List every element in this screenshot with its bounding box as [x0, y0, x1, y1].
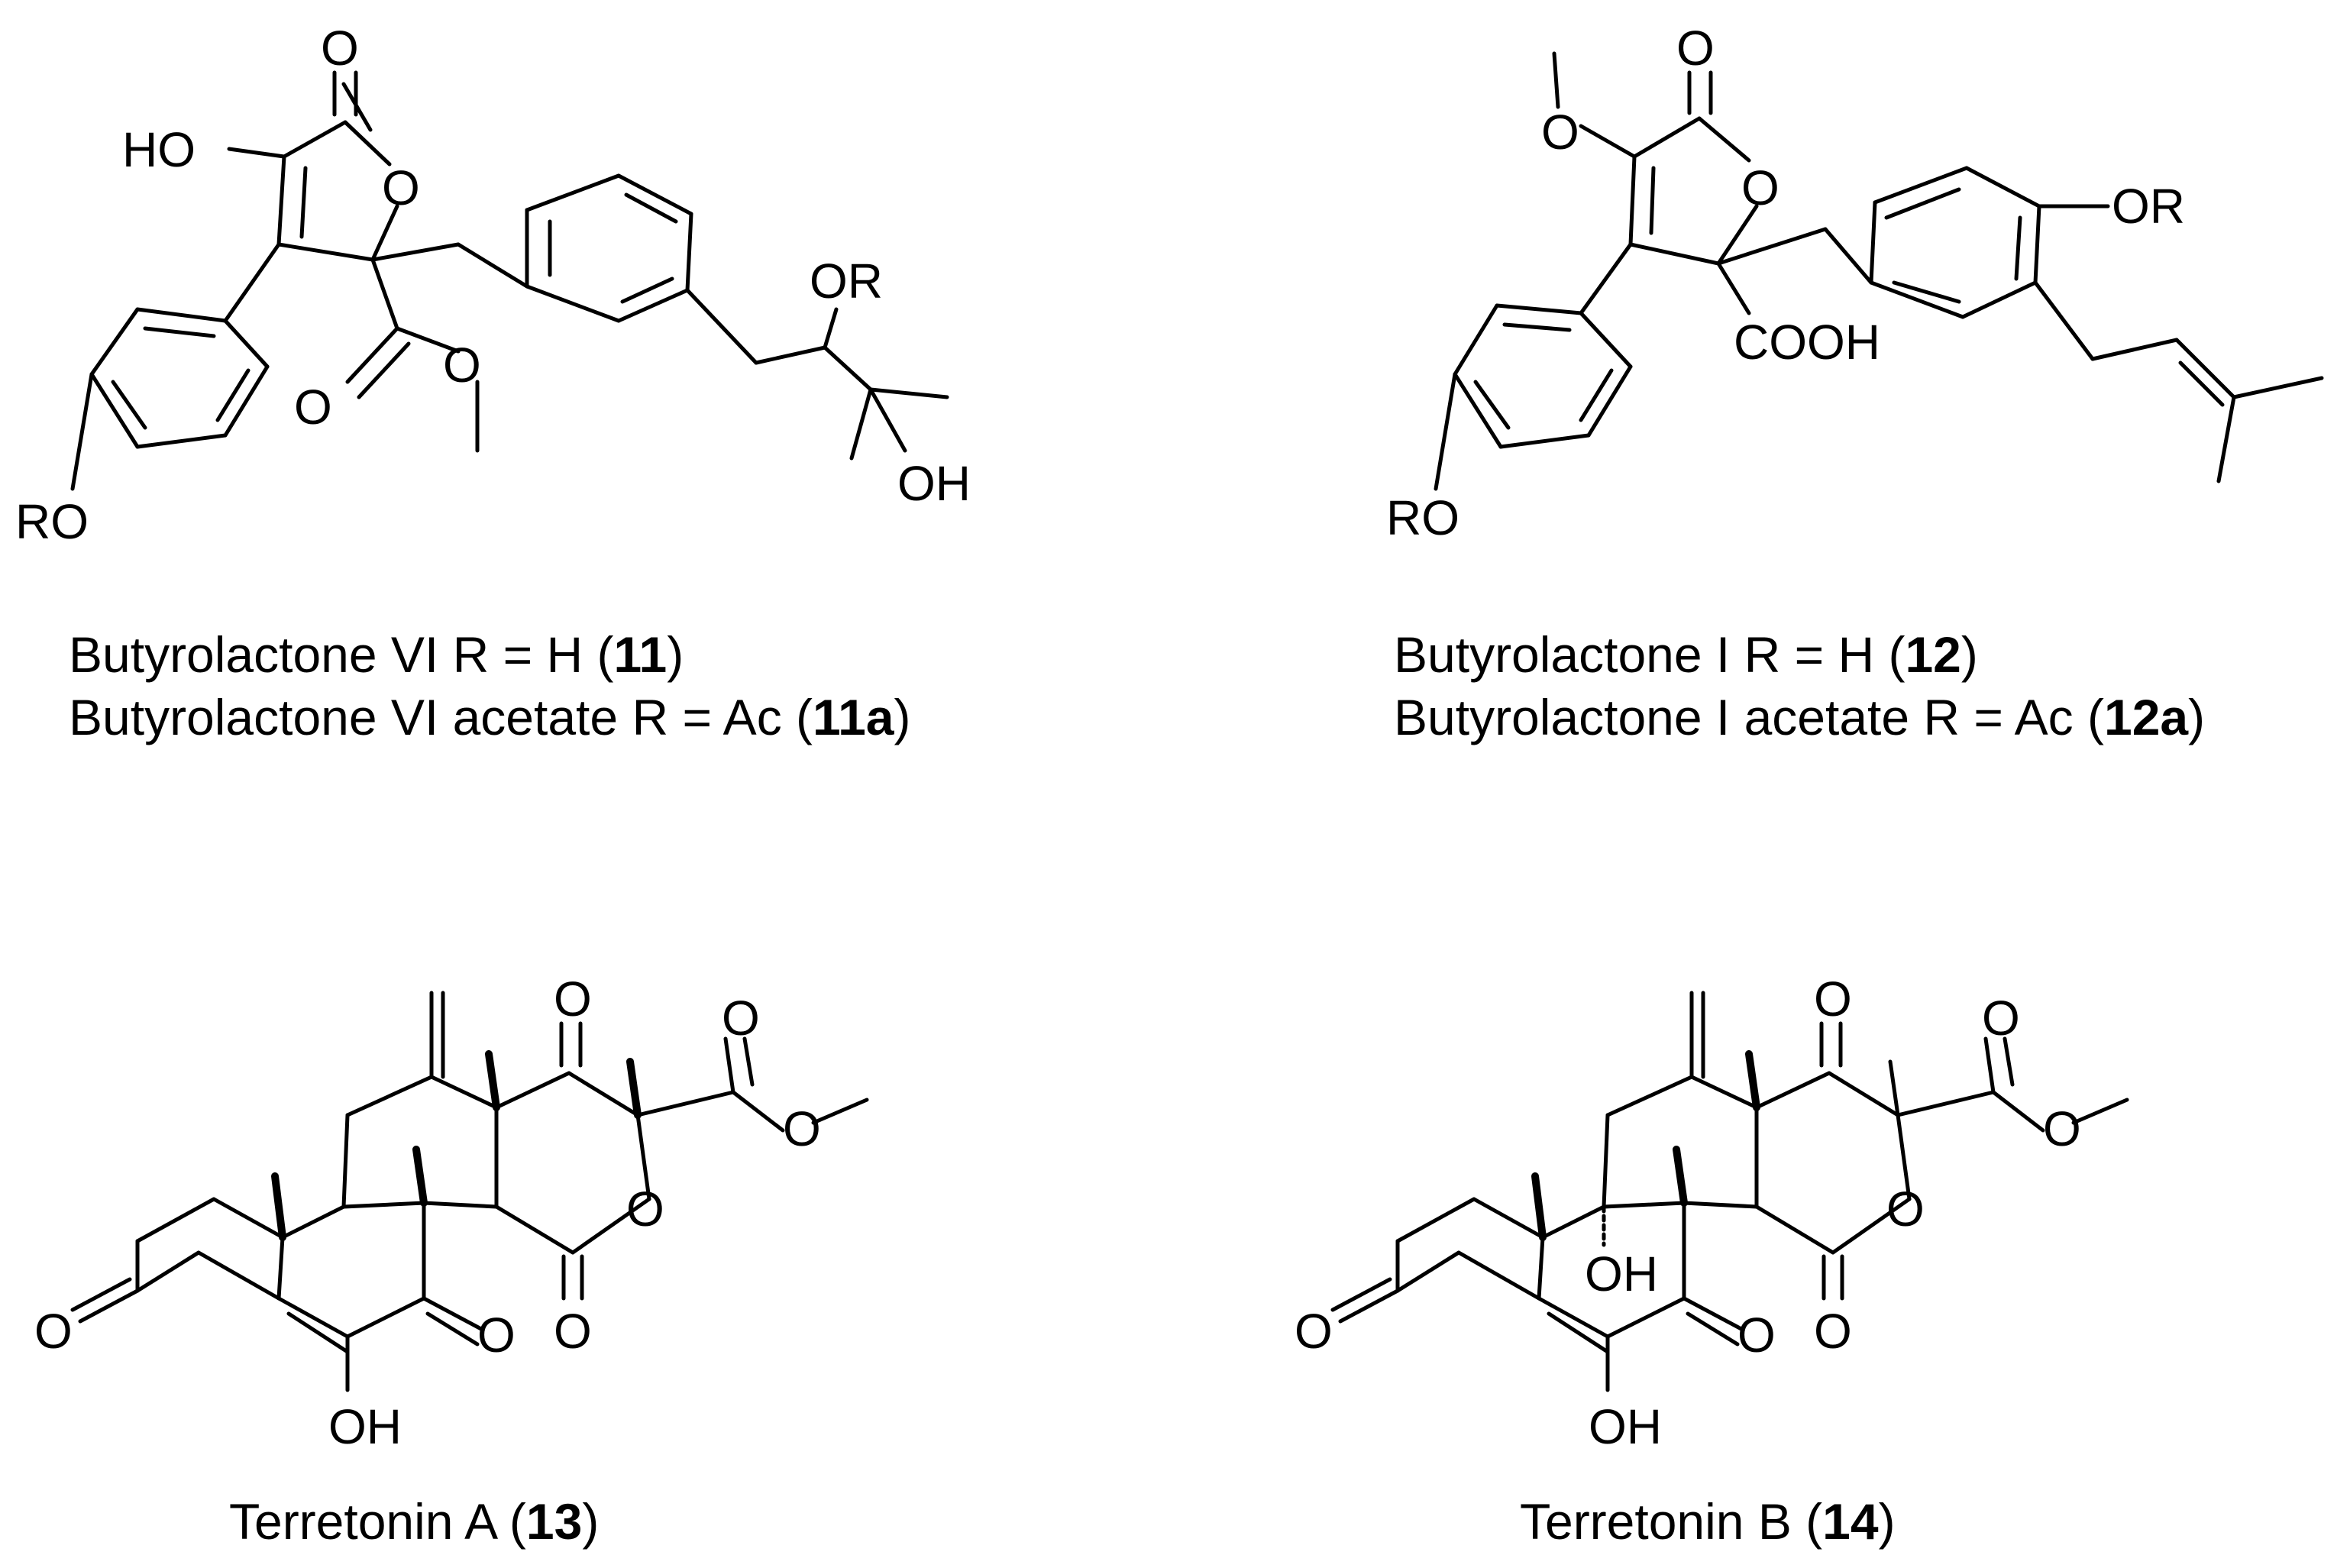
atom-label: O	[1741, 160, 1779, 215]
atom-label: O	[783, 1101, 821, 1156]
atom-label: O	[443, 338, 481, 393]
atom-label: RO	[1386, 490, 1459, 545]
caption-13: Terretonin A (13)	[229, 1493, 599, 1550]
caption-14: Terretonin B (14)	[1520, 1493, 1896, 1550]
atom-label: O	[722, 991, 760, 1046]
atom-label: O	[1541, 105, 1579, 160]
bonds	[1434, 51, 2324, 491]
atom-label: O	[554, 1304, 592, 1359]
structure-butyrolactone-i: O O O COOH OR RO	[1386, 21, 2324, 545]
atom-label: O	[2043, 1101, 2081, 1156]
atom-label: O	[34, 1304, 73, 1359]
atom-label: COOH	[1734, 315, 1880, 370]
caption-12a: Butyrolactone I acetate R = Ac (12a)	[1394, 689, 2205, 745]
atom-label: OH	[328, 1399, 402, 1454]
atom-label: OR	[2112, 179, 2185, 234]
bonds	[70, 991, 869, 1392]
atom-label: OR	[810, 254, 883, 309]
atom-label: O	[1886, 1182, 1925, 1237]
atom-label: O	[382, 160, 420, 215]
atom-label: O	[626, 1182, 664, 1237]
atom-label: OH	[1585, 1246, 1658, 1301]
structure-butyrolactone-vi: O HO O O O RO OR OH	[15, 21, 971, 549]
caption-12: Butyrolactone I R = H (12)	[1394, 626, 1978, 683]
atom-label: OH	[1589, 1399, 1662, 1454]
caption-11a: Butyrolactone VI acetate R = Ac (11a)	[69, 689, 910, 745]
atom-label: O	[321, 21, 359, 76]
atom-label: OH	[897, 456, 971, 511]
caption-11: Butyrolactone VI R = H (11)	[69, 626, 684, 683]
atom-label: RO	[15, 494, 89, 549]
atom-label: HO	[122, 122, 196, 177]
bonds	[1330, 991, 2129, 1392]
bonds	[70, 70, 949, 491]
atom-label: O	[1737, 1308, 1776, 1363]
atom-label: O	[1814, 1304, 1852, 1359]
structure-terretonin-a: O O OH O O O O O	[34, 972, 869, 1454]
atom-label: O	[294, 380, 332, 435]
atom-label: O	[1814, 972, 1852, 1026]
atom-label: O	[1676, 21, 1715, 76]
atom-label: O	[477, 1308, 516, 1363]
atom-label: O	[554, 972, 592, 1026]
structure-terretonin-b: O OH O OH O O O O O	[1295, 972, 2129, 1454]
atom-label: O	[1982, 991, 2020, 1046]
atom-label: O	[1295, 1304, 1333, 1359]
